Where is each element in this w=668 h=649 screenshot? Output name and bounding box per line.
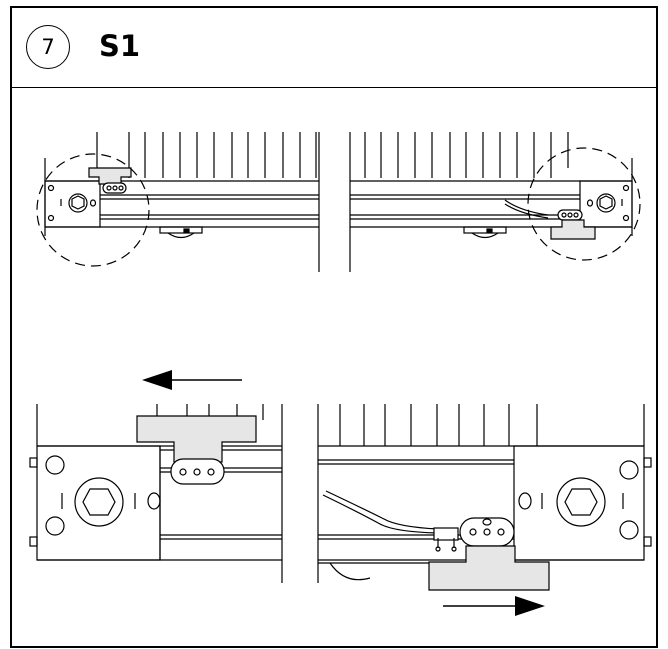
- header-divider: [10, 87, 658, 88]
- bottom-right-detail: [317, 404, 652, 616]
- top-left-detail: [36, 132, 320, 272]
- gate-pickets-top-left: [44, 132, 320, 272]
- bottom-left-detail: [29, 370, 283, 583]
- top-right-detail: [349, 132, 641, 272]
- arrow-left-icon: [142, 370, 242, 390]
- step-label: S1: [99, 29, 141, 63]
- gate-pickets-bottom-right: [317, 404, 645, 583]
- instruction-frame: [10, 6, 658, 648]
- step-number: 7: [41, 35, 55, 59]
- arrow-right-icon: [443, 596, 545, 616]
- step-number-badge: 7: [26, 25, 70, 69]
- gate-pickets-top-right: [349, 132, 633, 272]
